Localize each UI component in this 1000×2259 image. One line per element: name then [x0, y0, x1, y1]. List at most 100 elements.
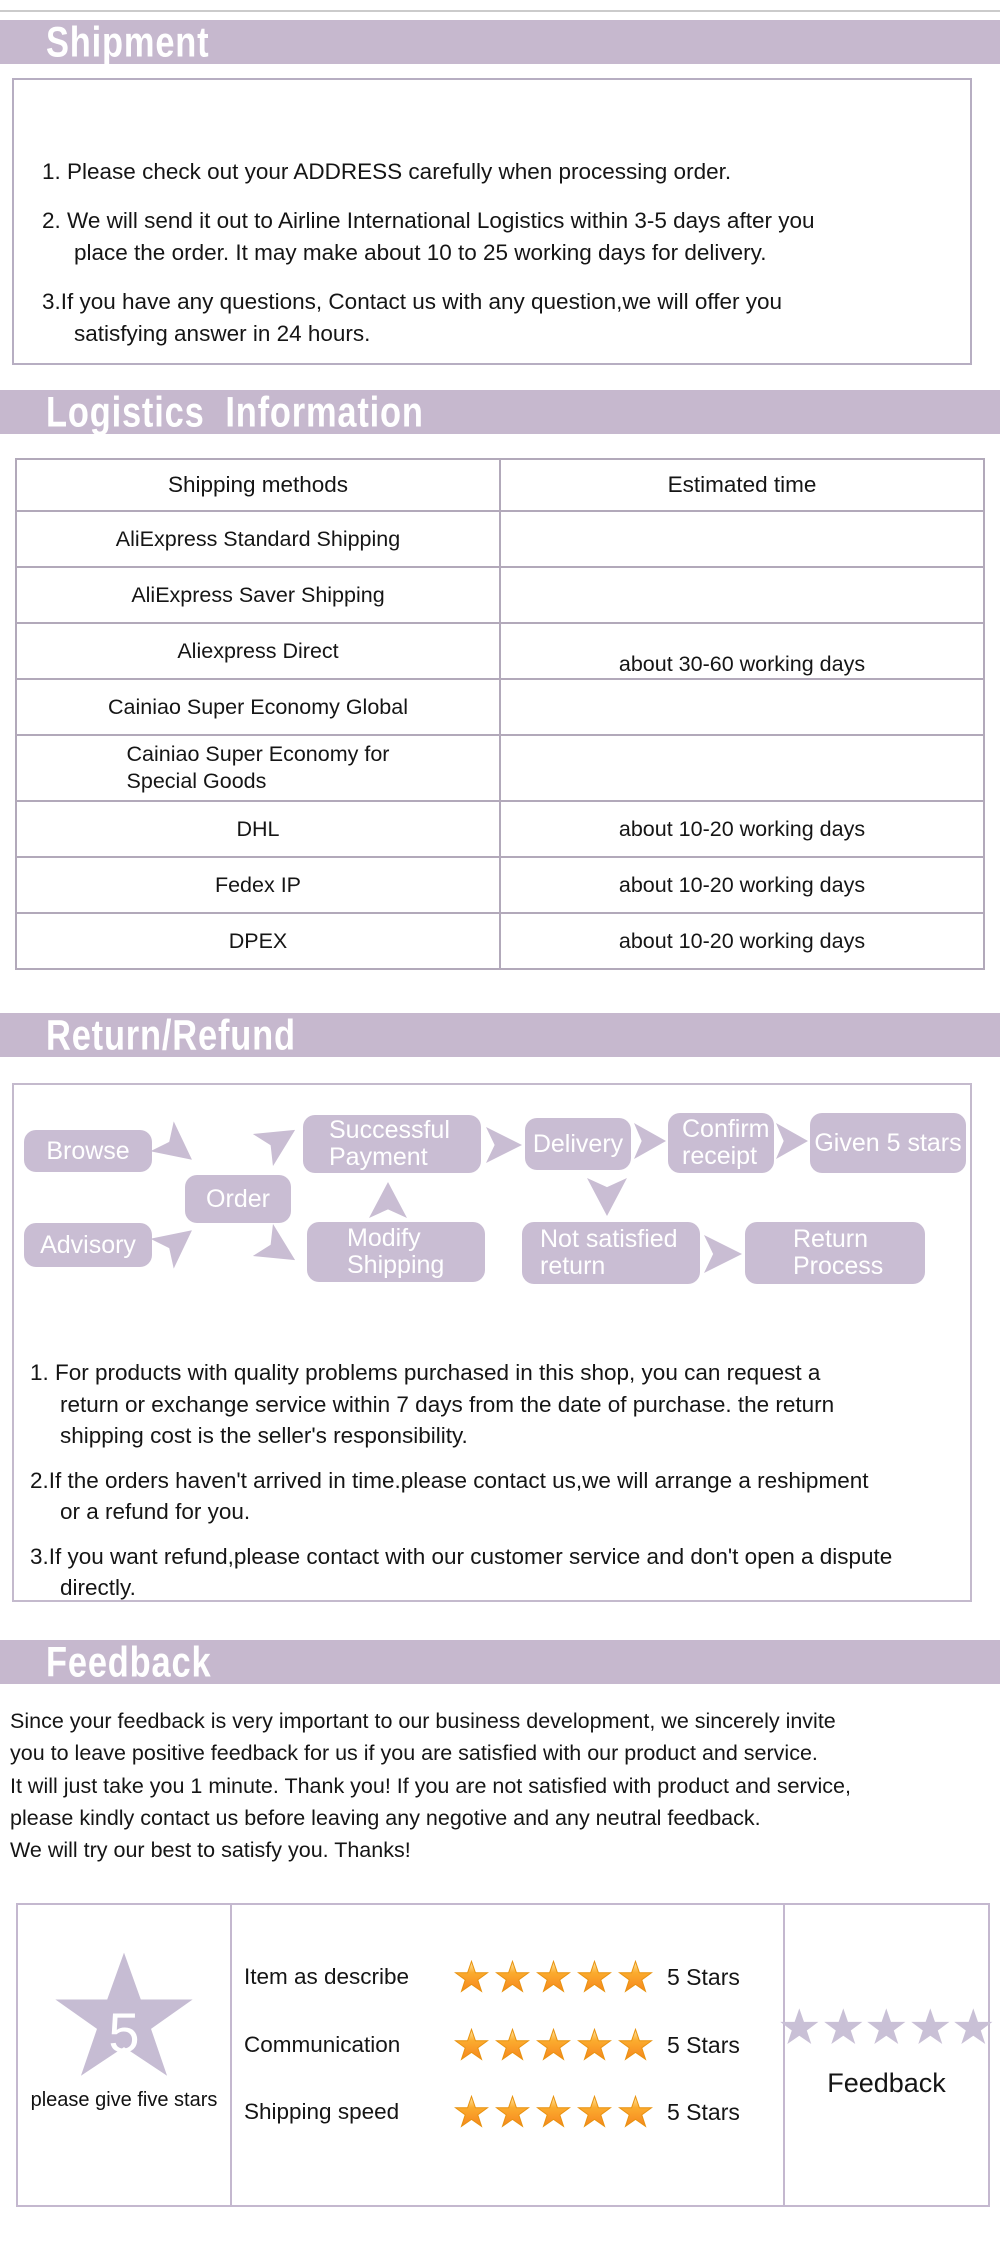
arrow-down-icon: [587, 1178, 627, 1216]
five-stars-caption: please give five stars: [30, 2089, 218, 2111]
estimated-time: about 10-20 working days: [499, 856, 985, 914]
star-icon: [780, 2008, 819, 2045]
return-note: 1. For products with quality problems pu…: [30, 1360, 835, 1448]
table-row: Cainiao Super Economy for Special Goods: [15, 734, 985, 802]
rating-stars: [454, 2095, 653, 2129]
rating-label: Communication: [244, 2032, 401, 2057]
table-row: DPEX about 10-20 working days: [15, 912, 985, 970]
arrow-icon: [150, 1121, 203, 1174]
return-refund-title: Return/Refund: [46, 1010, 296, 1059]
arrow-right-icon: [704, 1235, 742, 1273]
star-icon: [619, 1960, 652, 1992]
rating-label: Item as describe: [244, 1964, 410, 1989]
estimated-time: about 10-20 working days: [499, 912, 985, 970]
arrow-right-icon: [776, 1123, 808, 1159]
star-icon: [496, 1960, 529, 1992]
logistics-table: Shipping methods Estimated time AliExpre…: [15, 458, 985, 970]
rating-value: 5 Stars: [667, 2098, 740, 2125]
estimated-time: about 10-20 working days: [499, 800, 985, 858]
feedback-paragraph: Since your feedback is very important to…: [10, 1709, 851, 1862]
shipment-section-header: Shipment: [0, 17, 1000, 66]
table-row: AliExpress Saver Shipping: [15, 566, 985, 624]
table-row: AliExpress Standard Shipping: [15, 510, 985, 568]
logistics-section-header: Logistics Information: [0, 387, 1000, 436]
shipment-note: 2. We will send it out to Airline Intern…: [42, 207, 815, 265]
flow-node-delivery: Delivery: [525, 1118, 631, 1170]
rating-row: Communication 5 Stars: [244, 2025, 740, 2065]
ratings-cell: Item as describe 5 Stars Communication: [232, 1905, 785, 2205]
star-icon: [911, 2008, 950, 2045]
rating-row: Item as describe 5 Stars: [244, 1957, 740, 1997]
return-refund-box: Browse Order Advisory Successful Payment…: [12, 1083, 972, 1602]
estimated-time: [499, 566, 985, 624]
star-icon: [578, 2095, 611, 2127]
rating-value: 5 Stars: [667, 2031, 740, 2058]
shipping-method: AliExpress Standard Shipping: [115, 526, 401, 551]
arrow-icon: [150, 1215, 203, 1268]
shipping-method: AliExpress Saver Shipping: [131, 582, 385, 607]
column-header-estimated-time: Estimated time: [499, 458, 985, 512]
estimated-time: [499, 510, 985, 568]
five-stars-cell: 5 please give five stars: [18, 1905, 232, 2205]
flow-node-modify-shipping: Modify Shipping: [307, 1222, 485, 1282]
shipping-method: Cainiao Super Economy for Special Goods: [126, 742, 390, 793]
shipment-note: 3.If you have any questions, Contact us …: [42, 288, 783, 346]
table-row: Cainiao Super Economy Global: [15, 678, 985, 736]
shipping-method: DPEX: [228, 928, 288, 953]
big-five-star: 5: [51, 1947, 197, 2087]
feedback-cell: Feedback: [780, 1905, 993, 2205]
star-icon: [619, 2028, 652, 2060]
return-note: 2.If the orders haven't arrived in time.…: [30, 1467, 869, 1525]
estimated-time: [499, 734, 985, 802]
rating-row: Shipping speed 5 Stars: [244, 2092, 740, 2132]
column-header-shipping-methods: Shipping methods: [15, 458, 501, 512]
star-icon: [496, 2095, 529, 2127]
feedback-cell-label: Feedback: [827, 2068, 946, 2098]
return-note: 3.If you want refund,please contact with…: [30, 1543, 893, 1601]
shipment-note: 1. Please check out your ADDRESS careful…: [42, 159, 732, 184]
arrow-right-icon: [486, 1127, 522, 1163]
star-icon: [455, 2095, 488, 2127]
rating-label: Shipping speed: [244, 2099, 400, 2124]
star-icon: [496, 2028, 529, 2060]
star-number: 5: [108, 2001, 140, 2064]
star-icon: [455, 2028, 488, 2060]
shipping-method: DHL: [236, 816, 280, 841]
flow-node-advisory: Advisory: [24, 1223, 152, 1267]
table-row: DHL about 10-20 working days: [15, 800, 985, 858]
rating-value: 5 Stars: [667, 1963, 740, 1990]
flow-node-order: Order: [185, 1175, 291, 1223]
arrow-up-icon: [369, 1182, 407, 1218]
star-icon: [578, 1960, 611, 1992]
logistics-title: Logistics Information: [46, 387, 424, 436]
arrow-icon: [253, 1224, 305, 1276]
star-icon: [537, 1960, 570, 1992]
star-icon: [823, 2008, 862, 2045]
flow-node-successful-payment: Successful Payment: [303, 1115, 481, 1173]
return-refund-section-header: Return/Refund: [0, 1010, 1000, 1059]
feedback-section-header: Feedback: [0, 1637, 1000, 1686]
star-icon: [867, 2008, 906, 2045]
shipment-notes-box: 1. Please check out your ADDRESS careful…: [12, 78, 972, 365]
shipment-title: Shipment: [46, 17, 210, 66]
star-icon: [537, 2095, 570, 2127]
table-header-row: Shipping methods Estimated time: [15, 458, 985, 512]
arrow-icon: [253, 1114, 305, 1166]
star-icon: [455, 1960, 488, 1992]
star-icon: [578, 2028, 611, 2060]
feedback-table: 5 please give five stars Item as describ…: [16, 1903, 993, 2207]
top-divider-line: [0, 10, 1000, 12]
flow-node-given-5-stars: Given 5 stars: [810, 1113, 966, 1173]
table-row: Aliexpress Direct about 30-60 working da…: [15, 622, 985, 680]
estimated-time: about 30-60 working days: [499, 622, 985, 680]
return-refund-notes: 1. For products with quality problems pu…: [30, 1357, 958, 1617]
flow-node-not-satisfied-return: Not satisfied return: [522, 1222, 700, 1284]
shipping-method: Cainiao Super Economy Global: [108, 694, 408, 719]
star-icon: [537, 2028, 570, 2060]
table-row: Fedex IP about 10-20 working days: [15, 856, 985, 914]
rating-stars: [454, 2028, 653, 2062]
rating-stars: [454, 1960, 653, 1994]
arrow-right-icon: [634, 1123, 666, 1159]
feedback-title: Feedback: [46, 1637, 212, 1686]
